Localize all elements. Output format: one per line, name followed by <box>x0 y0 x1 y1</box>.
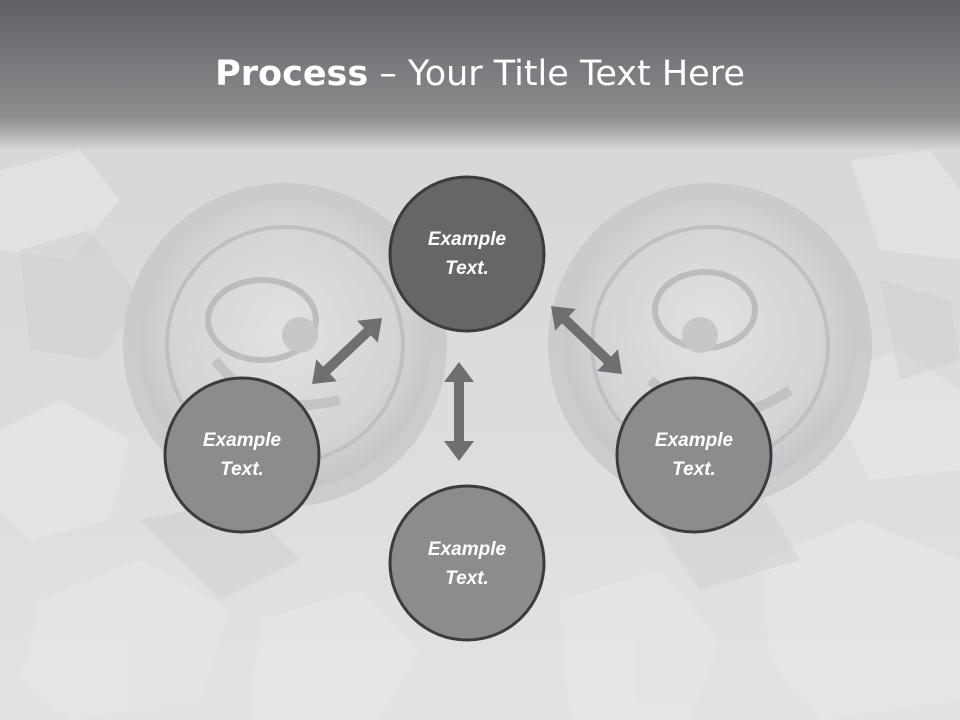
node-left-label: Example Text. <box>164 426 320 484</box>
node-top-line2: Text. <box>445 258 489 279</box>
node-top-circle <box>388 175 546 333</box>
title-band <box>0 0 960 150</box>
node-bottom-line1: Example <box>427 539 507 560</box>
node-bottom-label: Example Text. <box>389 535 545 593</box>
arrow-vertical <box>444 362 474 461</box>
title-rest-part: – Your Title Text Here <box>368 54 745 94</box>
node-top-label: Example Text. <box>389 225 545 283</box>
node-right-line2: Text. <box>672 459 716 480</box>
arrow-top-left <box>312 318 382 384</box>
node-right-circle <box>615 376 773 534</box>
node-right-line1: Example <box>654 430 734 451</box>
node-top-line1: Example <box>427 229 507 250</box>
arrow-top-right <box>551 306 622 374</box>
node-bottom-line2: Text. <box>445 568 489 589</box>
slide-title: Process – Your Title Text Here <box>0 52 960 96</box>
node-right-label: Example Text. <box>616 426 772 484</box>
title-bold-part: Process <box>215 54 369 94</box>
node-bottom-circle <box>388 484 546 642</box>
node-left-line2: Text. <box>220 459 264 480</box>
node-left-line1: Example <box>202 430 282 451</box>
node-left-circle <box>163 376 321 534</box>
